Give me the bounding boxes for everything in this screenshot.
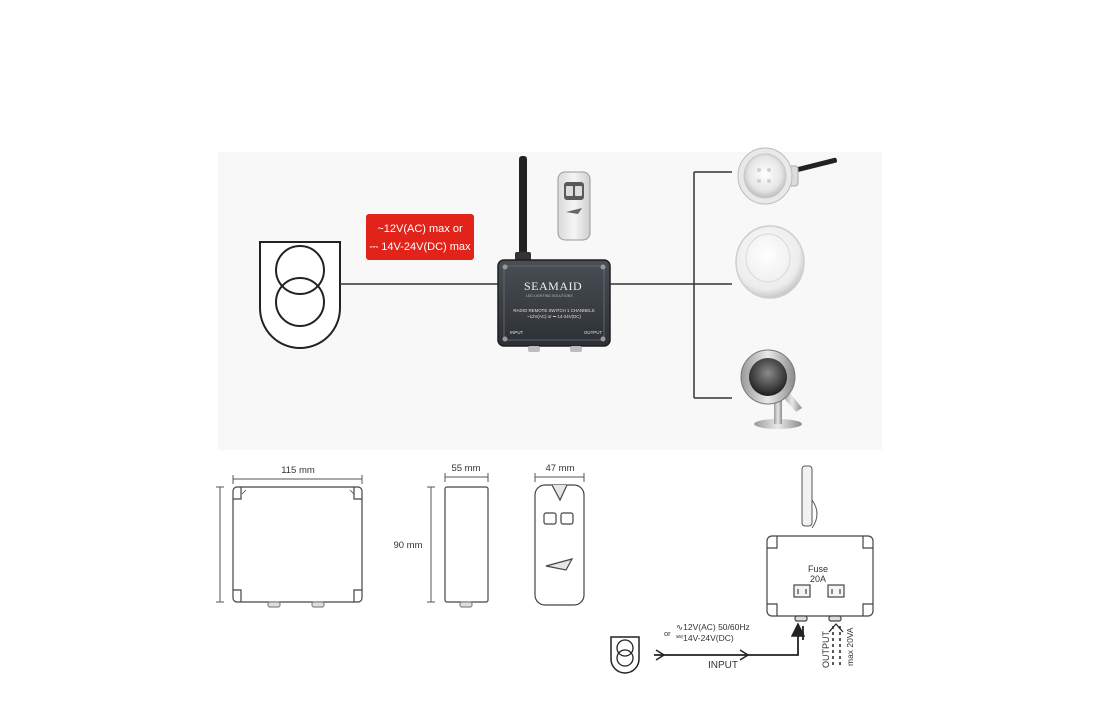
schematic-box xyxy=(766,535,874,622)
screw-icon xyxy=(600,264,606,270)
screw-icon xyxy=(502,336,508,342)
box-width-label: 115 mm xyxy=(281,465,315,476)
or-label: or xyxy=(664,629,671,638)
cable-gland-icon xyxy=(528,346,540,352)
output-label: OUTPUT xyxy=(821,631,831,669)
screw-icon xyxy=(502,264,508,270)
spotlight-icon xyxy=(740,349,802,429)
box-front-view xyxy=(232,486,363,608)
output-wiring xyxy=(610,171,732,399)
controller-model-line1: RADIO REMOTE SWITCH 1 CHANNELS xyxy=(513,308,594,313)
supply-badge-line1: ~12V(AC) max or xyxy=(377,223,463,235)
input-label: INPUT xyxy=(708,660,738,671)
pool-light-icon xyxy=(735,225,805,299)
transformer-icon xyxy=(259,241,341,350)
schematic-antenna-icon xyxy=(801,465,818,529)
box-depth-label: 55 mm xyxy=(451,463,480,474)
schematic-transformer-icon xyxy=(610,636,640,674)
controller-box: SEAMAID LED LIGHTING SOLUTIONS RADIO REM… xyxy=(497,259,611,352)
controller-output-label: OUTPUT xyxy=(584,330,602,335)
supply-badge-bg xyxy=(366,214,474,260)
remote-control-icon xyxy=(557,171,591,241)
box-height-label: 90 mm xyxy=(393,540,422,551)
fuse-rating-label: 20A xyxy=(810,574,826,584)
supply-ac-label: ∿12V(AC) 50/60Hz xyxy=(676,622,750,632)
supply-badge: ~12V(AC) max or ⎓ 14V-24V(DC) max xyxy=(366,214,474,260)
box-side-view xyxy=(444,486,489,608)
remote-width-label: 47 mm xyxy=(545,463,574,474)
fuse-label: Fuse xyxy=(808,564,828,574)
supply-dc-label: ⎃14V-24V(DC) xyxy=(675,633,734,643)
controller-input-label: INPUT xyxy=(510,330,523,335)
cable-gland-icon xyxy=(570,346,582,352)
supply-badge-line2: ⎓ 14V-24V(DC) max xyxy=(369,241,471,253)
controller-model-line2: ~12V(AC) or ⎓ 14-24V(DC) xyxy=(527,314,581,319)
output-max-label: max 20VA xyxy=(845,627,855,666)
screw-icon xyxy=(600,336,606,342)
controller-tagline: LED LIGHTING SOLUTIONS xyxy=(526,294,573,298)
remote-outline xyxy=(534,484,585,606)
led-lamp-icon xyxy=(737,147,837,205)
input-wire xyxy=(654,622,806,661)
output-wire xyxy=(828,623,844,668)
dimension-lines xyxy=(216,473,585,603)
controller-brand: SEAMAID xyxy=(524,279,582,293)
